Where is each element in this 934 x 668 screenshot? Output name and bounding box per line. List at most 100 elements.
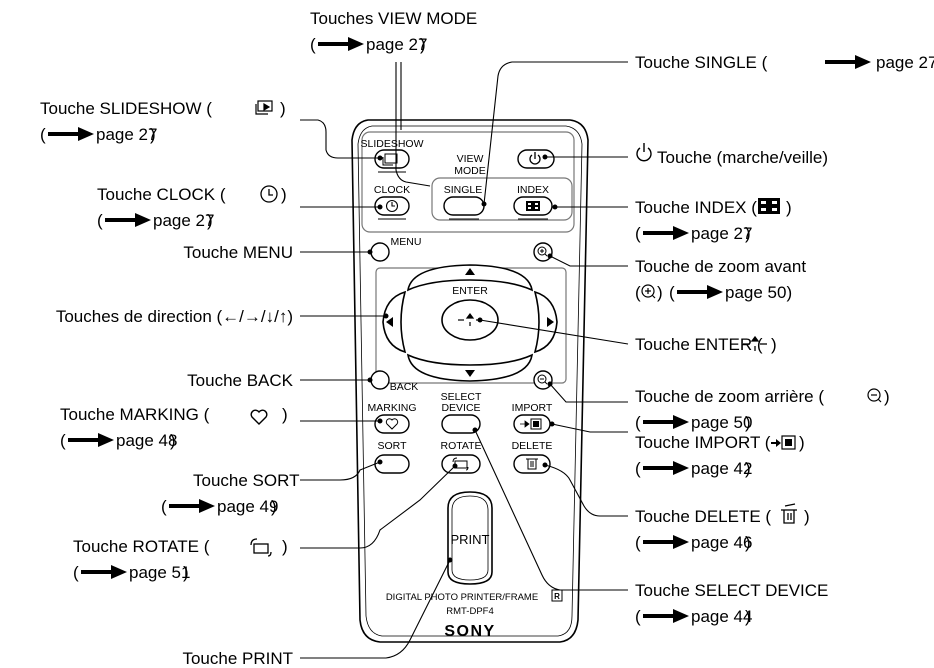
callout-marking-ref: page 48 (116, 431, 177, 450)
callout-paren-close: ) (282, 537, 288, 556)
callout-paren-close: ) (420, 35, 426, 54)
page-ref-arrow-icon (643, 461, 689, 475)
callout-zoom-in: Touche de zoom avant ( ) ( page 50) (635, 257, 806, 302)
zoom-out-button[interactable] (533, 370, 553, 390)
callout-import: Touche IMPORT ( ) ( page 42 ) (635, 433, 805, 478)
callout-paren-close: ) (786, 198, 792, 217)
callout-sort-ref: page 49 (217, 497, 278, 516)
callout-slideshow-name: Touche SLIDESHOW ( (40, 99, 212, 118)
callout-paren-close: ) (745, 459, 751, 478)
callout-select-device-ref: page 44 (691, 607, 752, 626)
page-ref-arrow-icon (643, 609, 689, 623)
page-ref-arrow-icon (677, 285, 723, 299)
callout-single-ref: page 27) (876, 53, 934, 72)
callout-paren-close: ) (745, 607, 751, 626)
callout-select-device: Touche SELECT DEVICE ( page 44 ) (635, 581, 828, 626)
rotate-button[interactable] (441, 454, 481, 474)
callout-paren-close: ) (183, 563, 189, 582)
callout-paren-close: ) (799, 433, 805, 452)
import-icon (520, 418, 542, 430)
remote-body-inner (357, 125, 583, 637)
callout-rotate-name: Touche ROTATE ( (73, 537, 210, 556)
delete-key-label: DELETE (512, 440, 553, 452)
callout-paren-close: ) (657, 283, 663, 302)
callout-paren-close: ) (804, 507, 810, 526)
callout-paren-open: ( (40, 125, 46, 144)
power-button[interactable] (517, 149, 555, 169)
page-ref-arrow-icon (169, 499, 215, 513)
leader-dots (367, 154, 558, 563)
direction-left-button[interactable] (382, 290, 407, 354)
model-line: DIGITAL PHOTO PRINTER/FRAME (386, 592, 538, 603)
callout-sort-name: Touche SORT (193, 471, 299, 490)
callout-paren-close: ) (745, 224, 751, 243)
callout-view-mode: Touches VIEW MODE ( page 27 ) (310, 9, 477, 54)
trash-callout-icon (781, 503, 797, 524)
callout-paren-open: ( (310, 35, 316, 54)
callout-sort: Touche SORT ( page 49 ) (161, 471, 299, 516)
heart-callout-icon (250, 409, 268, 425)
select-device-key-label-2: DEVICE (441, 402, 480, 414)
power-callout-icon (636, 143, 652, 162)
print-key-label: PRINT (451, 532, 490, 547)
zoom-in-button[interactable] (533, 242, 553, 262)
import-button[interactable] (513, 414, 551, 434)
direction-up-button[interactable] (406, 264, 534, 292)
callout-paren-open: ( (635, 283, 641, 302)
callout-enter-name: Touche ENTER ( (635, 335, 763, 354)
callout-index-name: Touche INDEX ( (635, 198, 757, 217)
r-mark-icon (551, 589, 563, 602)
callout-paren-close: ) (170, 431, 176, 450)
callout-paren-close: ) (271, 497, 277, 516)
page-ref-arrow-icon (105, 213, 151, 227)
callout-paren-open: ( (73, 563, 79, 582)
menu-button[interactable] (370, 242, 390, 262)
r-mark-letter: R (554, 592, 560, 601)
direction-pad: ENTER (382, 264, 558, 382)
top-keys-frame (361, 131, 575, 233)
callout-paren-close: ) (281, 185, 287, 204)
callout-power-name: Touche (marche/veille) (657, 148, 828, 167)
callout-paren-close: ) (150, 125, 156, 144)
view-mode-frame (431, 177, 573, 221)
single-button[interactable] (443, 196, 485, 216)
marking-key-label: MARKING (367, 402, 416, 414)
callout-zoom-in-ref: page 50) (725, 283, 792, 302)
leader-lines (300, 61, 629, 659)
rotate-callout-icon (250, 538, 272, 557)
callout-paren-open: ( (669, 283, 675, 302)
delete-button[interactable] (513, 454, 551, 474)
trash-icon (526, 458, 538, 470)
callout-delete: Touche DELETE ( ) ( page 46 ) (635, 503, 810, 552)
clock-key-label: CLOCK (374, 184, 410, 196)
callout-paren-open: ( (635, 224, 641, 243)
select-device-button[interactable] (441, 414, 481, 434)
zoom-in-callout-icon (641, 284, 656, 299)
back-button[interactable] (370, 370, 390, 390)
page-ref-arrow-icon (643, 535, 689, 549)
direction-down-button[interactable] (406, 353, 534, 382)
callout-menu: Touche MENU (183, 243, 293, 262)
print-button[interactable] (447, 491, 493, 585)
callout-index: Touche INDEX ( ) ( page 27 ) (635, 198, 792, 243)
callout-print: Touche PRINT (182, 649, 293, 668)
remote-control: SLIDESHOW VIEW MODE CLOCK SINGLE INDEX (351, 119, 589, 643)
callout-enter: Touche ENTER ( ) (635, 335, 777, 354)
callout-paren-close: ) (884, 387, 890, 406)
callout-clock: Touche CLOCK ( ) ( page 27 ) (97, 185, 287, 230)
slideshow-callout-icon (255, 100, 273, 115)
callout-paren-close: ) (745, 533, 751, 552)
callout-delete-name: Touche DELETE ( (635, 507, 771, 526)
callout-zoom-out-ref: page 50 (691, 413, 752, 432)
callout-zoom-out-name: Touche de zoom arrière ( (635, 387, 824, 406)
page-ref-arrow-icon (643, 415, 689, 429)
rotate-key-label: ROTATE (440, 440, 481, 452)
direction-right-button[interactable] (533, 290, 558, 354)
callout-import-ref: page 42 (691, 459, 752, 478)
enter-button[interactable] (441, 299, 499, 341)
page-ref-arrow-icon (48, 127, 94, 141)
enter-callout-icon (743, 335, 767, 351)
view-mode-label-line1: VIEW (457, 153, 484, 165)
marking-button[interactable] (374, 414, 410, 434)
